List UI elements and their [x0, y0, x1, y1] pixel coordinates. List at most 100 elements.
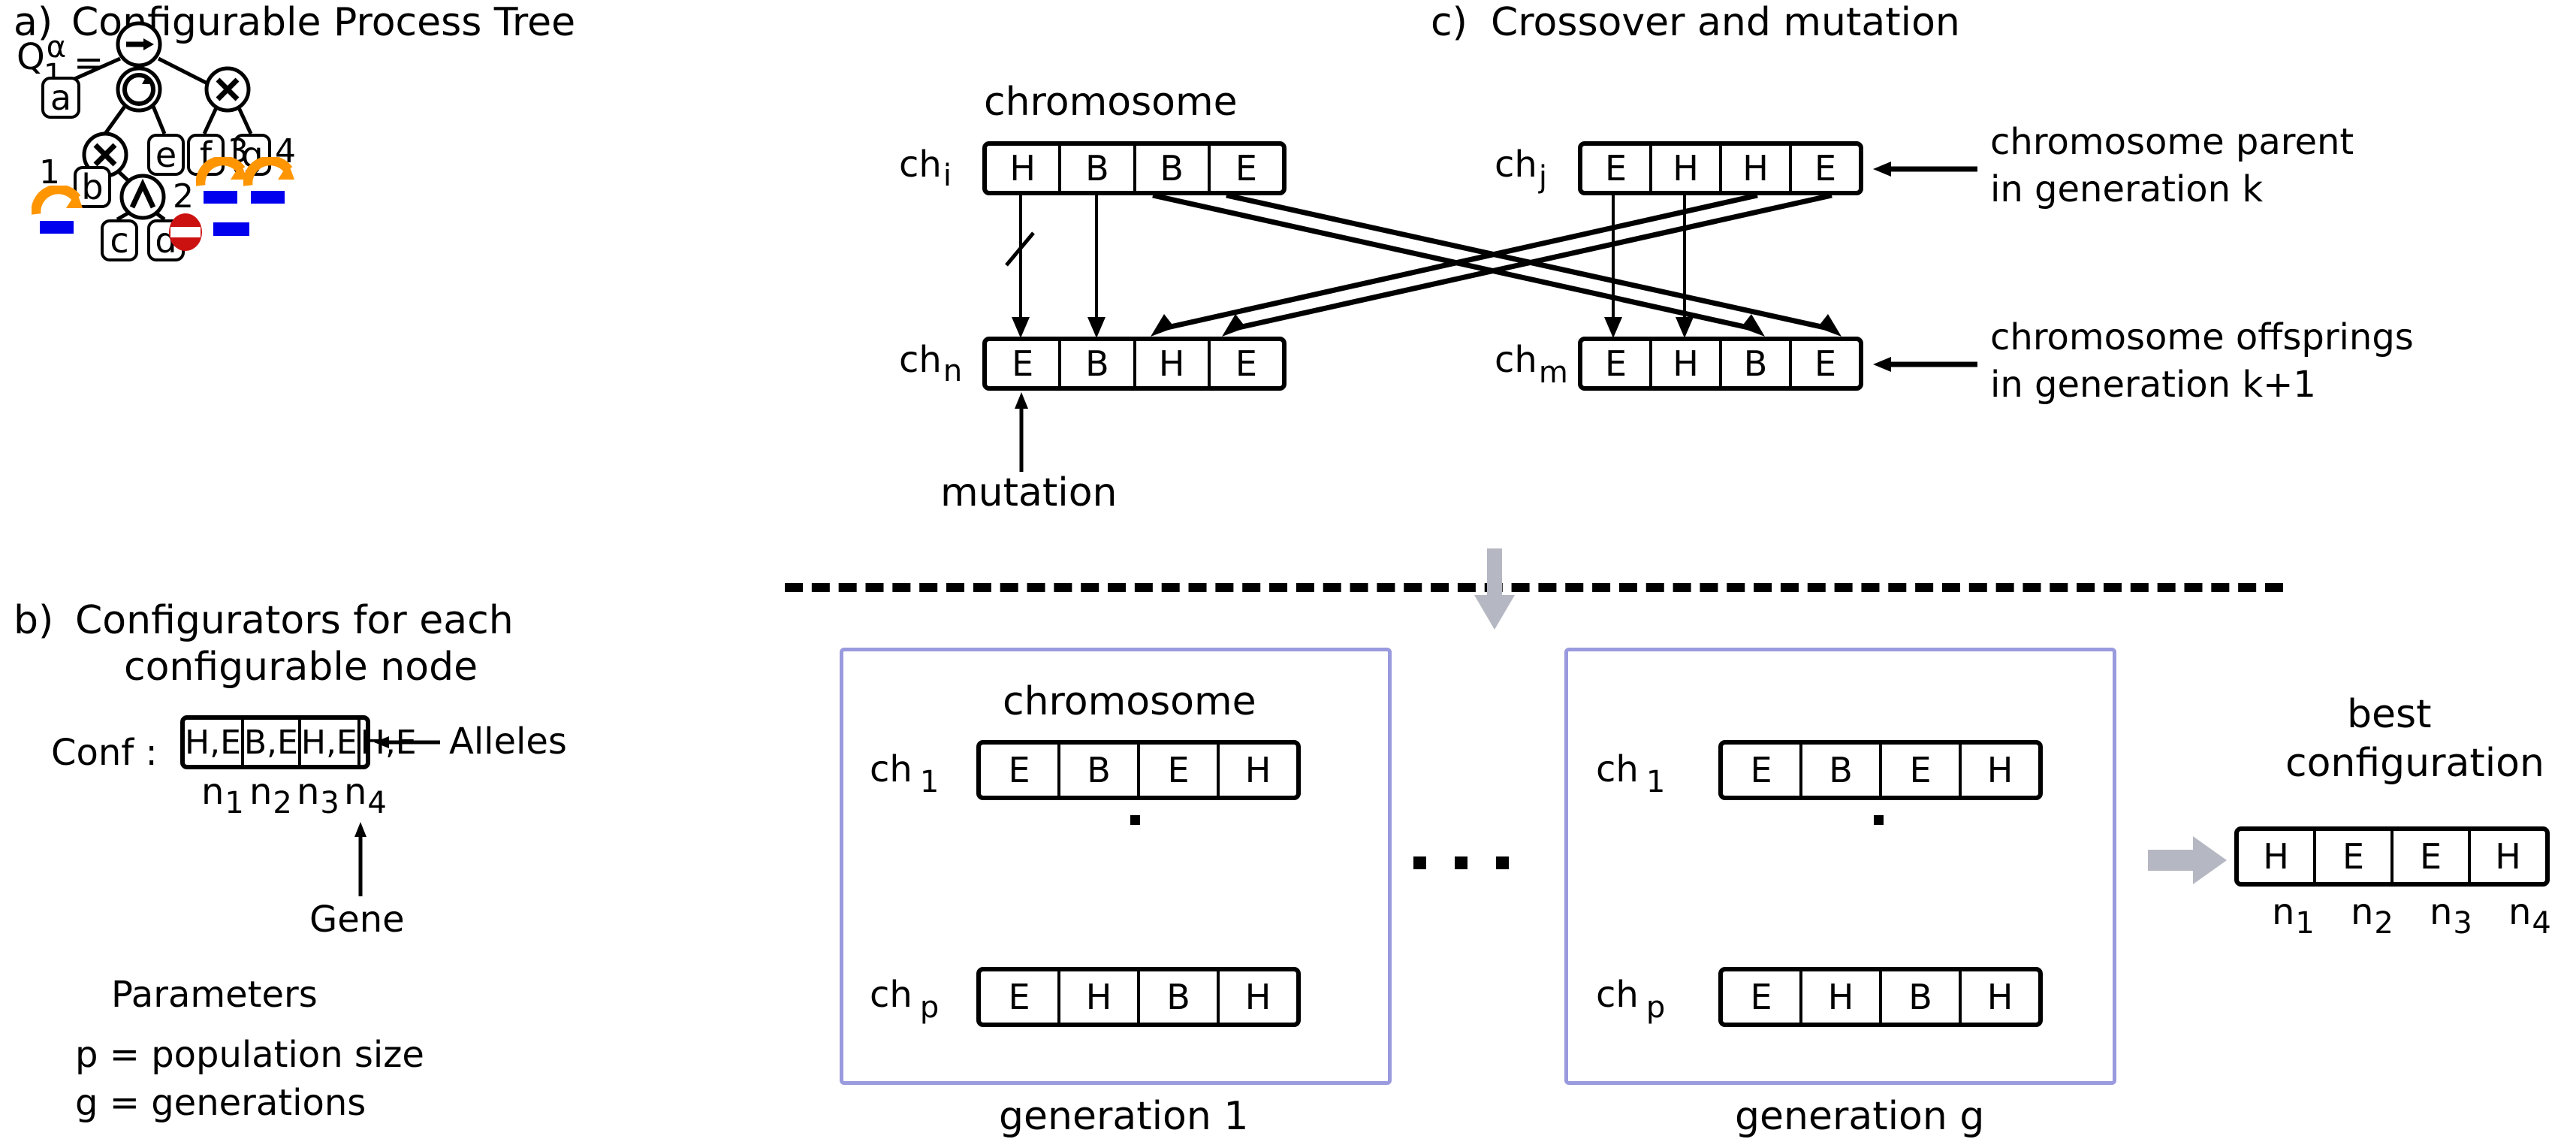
node-sequence-operator	[116, 21, 162, 68]
activity-node-e: e	[147, 134, 185, 176]
generation-1-chromosome-heading: chromosome	[1003, 679, 1256, 724]
selection-bar-icon-1	[40, 221, 74, 234]
best-config-node-label: n2	[2351, 891, 2394, 941]
crossover-arrows	[1005, 194, 1842, 338]
panel-b-title-line1: Configurators for each	[75, 598, 514, 643]
parameter-item: g = generations	[75, 1082, 366, 1124]
generation-g-vertical-ellipsis	[1874, 815, 1889, 935]
gene-label: Gene	[309, 899, 405, 941]
offspring-n-label: chn	[899, 339, 963, 388]
configurator-node-label: n1	[201, 771, 244, 820]
offspring-note-line2: in generation k+1	[1990, 364, 2316, 406]
gene-cell: E	[1814, 343, 1837, 384]
gene-cell: B	[1882, 971, 1962, 1023]
node-xor-operator-left	[82, 131, 128, 178]
node-loop-operator	[116, 66, 162, 113]
selection-bar-icon-3	[204, 191, 237, 204]
selection-bar-icon-4	[251, 191, 285, 204]
node-and-operator	[119, 174, 166, 220]
gene-cell: E	[1723, 745, 1802, 796]
activity-node-b: b	[74, 166, 111, 208]
best-configuration-strip: H E E H	[2234, 826, 2550, 887]
mutation-label: mutation	[940, 470, 1118, 515]
offspring-m-label: chm	[1495, 339, 1568, 390]
gene-cell: B	[1061, 341, 1136, 386]
parameters-title: Parameters	[111, 974, 318, 1016]
formula-q: Q	[17, 36, 45, 78]
generation-g-chromosome-first: E B E H	[1718, 740, 2043, 800]
parent-note-line1: chromosome parent	[1990, 121, 2354, 163]
gene-cell: E	[1140, 745, 1220, 796]
generation-g-caption: generation g	[1735, 1094, 1985, 1139]
panel-b-title-line2: configurable node	[124, 645, 478, 690]
section-divider	[785, 583, 2283, 592]
gene-cell: E	[987, 341, 1062, 386]
configurator-strip: H,E B,E H,E H,E	[180, 715, 417, 769]
configurator-cell: B,E	[244, 720, 301, 765]
panel-a-tag: a)	[14, 0, 53, 45]
flow-down-arrow-icon	[1474, 548, 1515, 630]
gene-cell: H	[1986, 977, 2013, 1017]
gene-cell: B	[1140, 971, 1220, 1023]
best-config-arrow-icon	[2148, 836, 2227, 884]
offspring-note-arrow	[1873, 357, 1977, 372]
gene-cell: E	[2316, 831, 2394, 882]
alleles-pointer-arrow	[374, 736, 440, 748]
parent-i-label: chi	[899, 144, 952, 193]
configurator-node-label: n2	[249, 771, 292, 820]
gene-cell: H	[1722, 146, 1792, 191]
parent-note-line2: in generation k	[1990, 168, 2264, 210]
panel-c-title: Crossover and mutation	[1491, 0, 1960, 45]
parent-note-arrow	[1873, 162, 1977, 177]
gene-cell: E	[1582, 146, 1652, 191]
generations-horizontal-ellipsis	[1413, 856, 1549, 872]
gene-cell: E	[1814, 148, 1837, 189]
gene-cell: B	[1722, 341, 1792, 386]
activity-node-c: c	[101, 219, 138, 261]
alleles-label: Alleles	[449, 721, 567, 763]
gene-cell: H	[1244, 750, 1271, 790]
generation-1-vertical-ellipsis	[1130, 815, 1145, 935]
gene-pointer-arrow	[354, 822, 366, 896]
configurator-node-label: n4	[344, 771, 387, 820]
gene-cell: H	[2239, 831, 2316, 882]
gene-cell: E	[1582, 341, 1652, 386]
best-config-title-line2: configuration	[2285, 741, 2544, 786]
conf-label: Conf :	[51, 732, 158, 774]
generation-g-chromosome-last: E H B H	[1718, 967, 2043, 1027]
best-config-node-label: n4	[2508, 891, 2551, 941]
gene-cell: H	[1652, 341, 1722, 386]
marker-2-index: 2	[173, 177, 194, 216]
generation-1-chromosome-first: E B E H	[976, 740, 1301, 800]
reconfigure-arc-icon-1	[32, 186, 83, 215]
activity-node-a: a	[41, 77, 80, 119]
parameter-item: p = population size	[75, 1034, 424, 1076]
gene-cell: H	[2495, 836, 2521, 877]
gene-cell: E	[981, 971, 1060, 1023]
formula-sup: α	[46, 30, 67, 65]
generation-1-chromosome-last: E H B H	[976, 967, 1301, 1027]
marker-1-index: 1	[39, 153, 60, 192]
parent-j-label: chj	[1495, 144, 1547, 195]
gene-cell: E	[1235, 343, 1257, 384]
offspring-chromosome-n: E B H E	[982, 337, 1286, 391]
forbidden-icon-2	[169, 213, 202, 251]
selection-bar-icon-2	[213, 222, 249, 236]
configurator-cell: H,E	[301, 720, 360, 765]
parent-chromosome-j: E H H E	[1578, 141, 1863, 195]
chromosome-heading: chromosome	[984, 80, 1238, 125]
gene-cell: H	[1652, 146, 1722, 191]
best-config-node-label: n1	[2272, 891, 2315, 941]
gene-cell: B	[1136, 146, 1211, 191]
offspring-chromosome-m: E H B E	[1578, 337, 1863, 391]
reconfigure-arc-icon-4	[243, 157, 294, 186]
panel-a-title: Configurable Process Tree	[71, 0, 576, 45]
node-xor-operator-right	[204, 66, 251, 113]
gene-cell: E	[1723, 971, 1802, 1023]
gene-cell: E	[1235, 148, 1257, 189]
